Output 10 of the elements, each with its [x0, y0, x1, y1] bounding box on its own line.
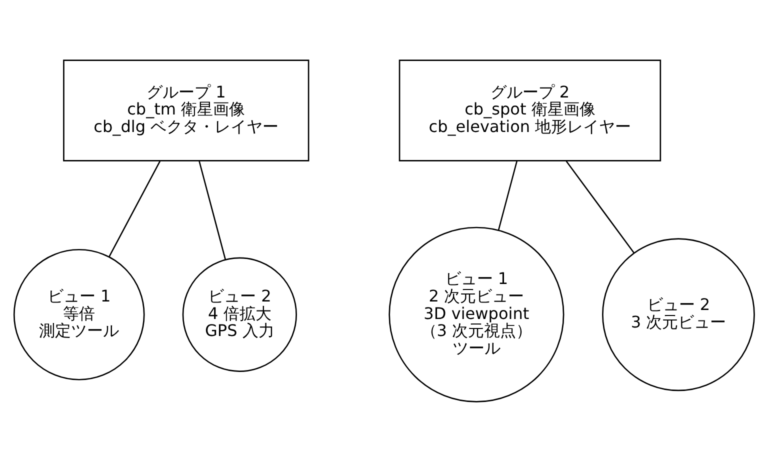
node-box: グループ 1 cb_tm 衛星画像 cb_dlg ベクタ・レイヤー — [63, 59, 310, 161]
node-box: グループ 2 cb_spot 衛星画像 cb_elevation 地形レイヤー — [398, 59, 662, 161]
node-circle: ビュー 1 等倍 測定ツール — [13, 248, 145, 380]
connector — [498, 160, 518, 230]
connector — [198, 160, 226, 260]
connector — [108, 160, 161, 256]
node-circle: ビュー 2 3 次元ビュー — [602, 238, 755, 391]
connector — [566, 160, 635, 253]
node-circle: ビュー 2 4 倍拡大 GPS 入力 — [182, 256, 297, 372]
node-circle: ビュー 1 2 次元ビュー 3D viewpoint （3 次元視点） ツール — [388, 226, 564, 402]
